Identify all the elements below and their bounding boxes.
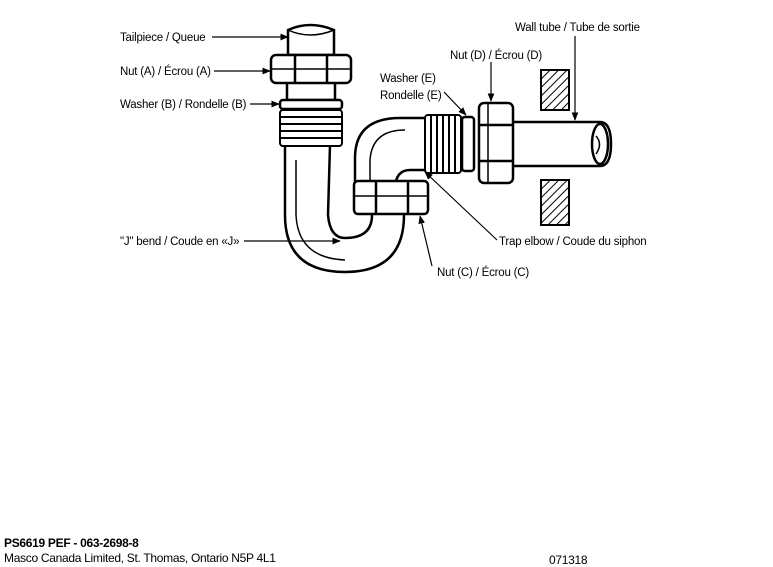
wall-tube (508, 120, 613, 168)
label-washer-e: Washer (E) (380, 73, 436, 85)
label-trap-elbow: Trap elbow / Coude du siphon (499, 236, 646, 248)
tailpiece (285, 23, 337, 102)
label-washer-b: Washer (B) / Rondelle (B) (120, 99, 247, 111)
label-rondelle-e: Rondelle (E) (380, 90, 442, 102)
label-nut-c: Nut (C) / Écrou (C) (437, 266, 529, 279)
footer-part-number: PS6619 PEF - 063-2698-8 (4, 536, 139, 550)
nut-c (352, 179, 430, 216)
label-j-bend: "J" bend / Coude en «J» (120, 236, 239, 248)
washer-b (278, 98, 344, 111)
label-tailpiece: Tailpiece / Queue (120, 32, 205, 44)
wall-section-lower (540, 179, 570, 226)
elbow-threads (424, 114, 462, 174)
label-wall-tube: Wall tube / Tube de sortie (515, 22, 640, 34)
label-nut-a: Nut (A) / Écrou (A) (120, 65, 211, 78)
callout-lines (212, 33, 579, 267)
nut-d (477, 101, 515, 185)
label-nut-d: Nut (D) / Écrou (D) (450, 49, 542, 62)
washer-e (460, 115, 476, 173)
j-bend-threads (279, 109, 343, 147)
footer-code: 071318 (549, 553, 588, 567)
footer-company: Masco Canada Limited, St. Thomas, Ontari… (4, 551, 276, 565)
wall-section-upper (540, 69, 570, 111)
nut-a (269, 53, 353, 85)
